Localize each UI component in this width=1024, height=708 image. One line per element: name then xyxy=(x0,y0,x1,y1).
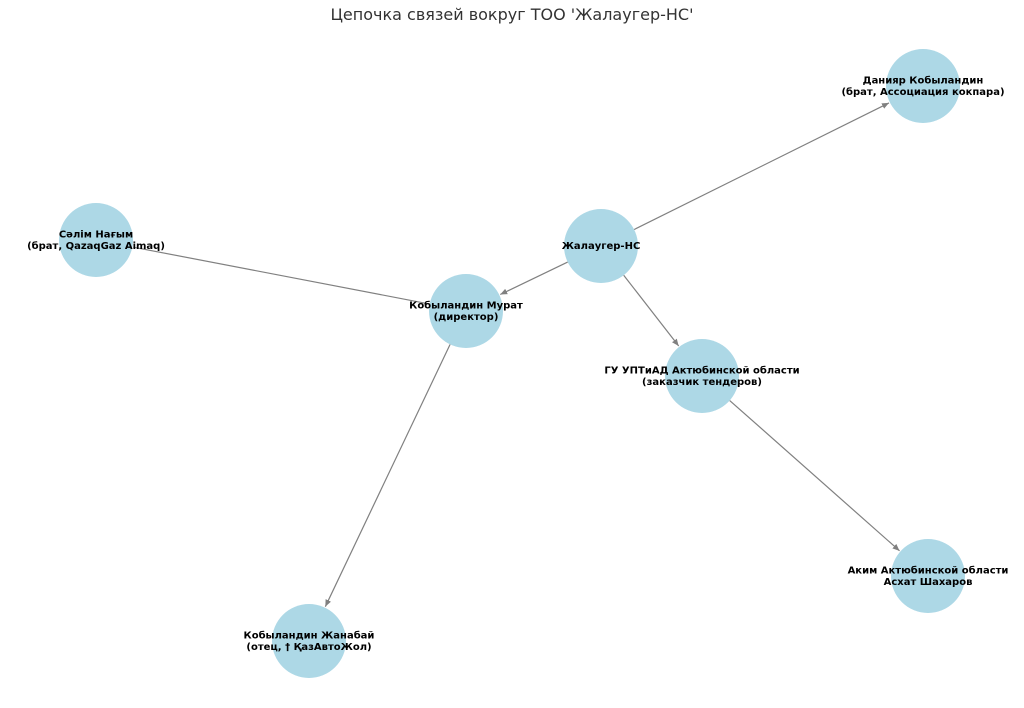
node-gu[interactable]: ГУ УПТиАД Актюбинской области(заказчик т… xyxy=(604,339,800,413)
node-circle xyxy=(272,604,346,678)
node-salim[interactable]: Сәлім Нағым(брат, QazaqGaz Aimaq) xyxy=(27,203,165,277)
node-circle xyxy=(891,539,965,613)
edges-layer xyxy=(133,102,900,607)
nodes-layer: Жалаугер-НС Кобыландин Мурат(директор) Дан… xyxy=(27,49,1008,678)
node-label: Кобыландин Жанабай xyxy=(244,629,375,641)
node-daniyar[interactable]: Данияр Кобыландин(брат, Ассоциация кокпа… xyxy=(841,49,1005,123)
edge-murat-salim xyxy=(133,246,430,305)
edge-murat-zhanabay xyxy=(324,344,451,607)
node-label: Асхат Шахаров xyxy=(884,577,973,588)
node-label: Кобыландин Мурат xyxy=(409,299,523,311)
node-zhanabay[interactable]: Кобыландин Жанабай(отец, † ҚазАвтоЖол) xyxy=(244,604,375,678)
edge-jalauger-daniyar xyxy=(633,102,890,231)
node-label: (заказчик тендеров) xyxy=(642,377,762,388)
node-label: Жалаугер-НС xyxy=(562,241,641,252)
node-circle xyxy=(564,209,638,283)
diagram-title: Цепочка связей вокруг ТОО 'Жалаугер-НС' xyxy=(330,5,694,24)
edge-gu-akim xyxy=(729,400,900,552)
node-label: Аким Актюбинской области xyxy=(848,564,1009,576)
edge-jalauger-gu xyxy=(623,274,680,347)
node-label: Данияр Кобыландин xyxy=(863,74,984,86)
node-label: (отец, † ҚазАвтоЖол) xyxy=(246,642,371,653)
node-murat[interactable]: Кобыландин Мурат(директор) xyxy=(409,274,523,348)
node-label: Сәлім Нағым xyxy=(59,229,133,240)
node-label: (брат, QazaqGaz Aimaq) xyxy=(27,240,165,252)
node-label: ГУ УПТиАД Актюбинской области xyxy=(604,364,799,376)
edge-jalauger-murat xyxy=(499,261,568,296)
node-circle xyxy=(665,339,739,413)
node-label: (директор) xyxy=(434,312,499,323)
node-circle xyxy=(886,49,960,123)
node-jalauger[interactable]: Жалаугер-НС xyxy=(562,209,641,283)
node-label: (брат, Ассоциация кокпара) xyxy=(841,86,1004,98)
node-circle xyxy=(429,274,503,348)
node-circle xyxy=(59,203,133,277)
